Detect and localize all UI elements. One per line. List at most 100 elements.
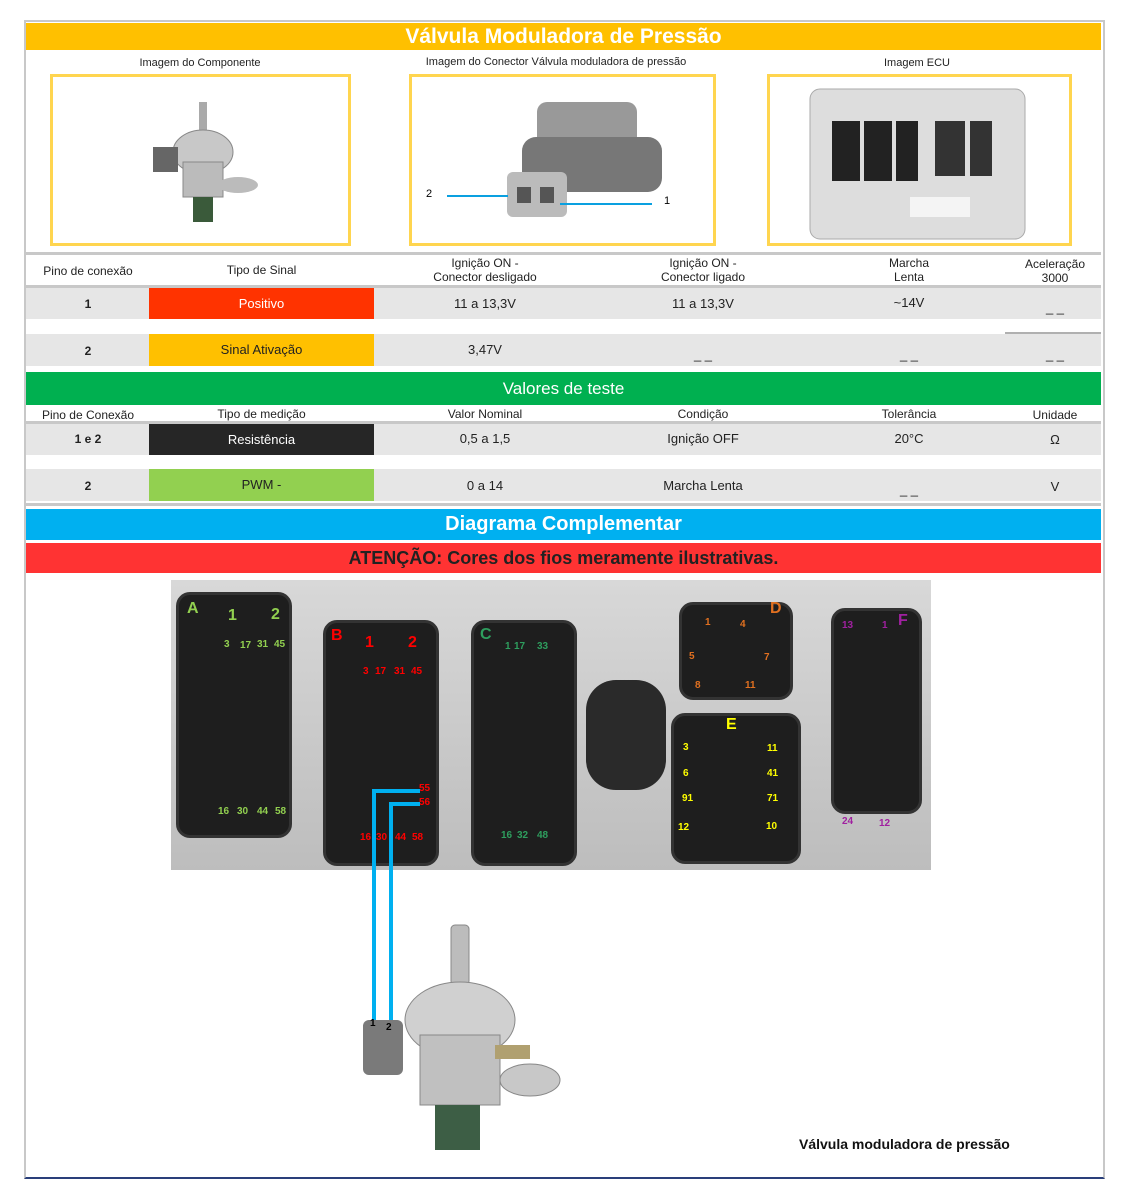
- nominal-value: 0 a 14: [466, 478, 504, 493]
- header-idle: Marcha Lenta: [888, 256, 929, 284]
- unit-value: Ω: [1050, 432, 1060, 447]
- divider: [26, 503, 1101, 506]
- pin-label: 2: [271, 606, 280, 623]
- pin-label: 16: [501, 830, 513, 841]
- connector-a: [176, 592, 292, 838]
- pump-illustration: [363, 924, 561, 1150]
- component-image-label: Imagem do Componente: [139, 57, 261, 69]
- pin-label: 31: [257, 639, 269, 650]
- pin-label: 10: [766, 821, 778, 832]
- connector-b: [323, 620, 439, 866]
- header-measurement-type: Tipo de medição: [217, 407, 306, 421]
- nominal-value: 0,5 a 1,5: [459, 431, 511, 446]
- pin-label: 6: [683, 768, 689, 779]
- diagram-title: Diagrama Complementar: [26, 509, 1101, 540]
- ecu-image: [767, 74, 1072, 246]
- connector-image-label: Imagem do Conector Válvula moduladora de…: [425, 56, 687, 68]
- pin-label: 3: [224, 639, 230, 650]
- connector-pin-1-label: 1: [664, 195, 671, 207]
- pin-label: 31: [394, 666, 406, 677]
- acceleration-value: _ _: [1045, 347, 1065, 362]
- header-nominal-value: Valor Nominal: [447, 407, 523, 421]
- pin-label: 3: [363, 666, 369, 677]
- connector-e: [671, 713, 801, 864]
- idle-value: ~14V: [893, 295, 925, 310]
- pin-label: 17: [240, 640, 252, 651]
- pin-label: 45: [411, 666, 423, 677]
- connector-f-label: F: [898, 612, 908, 629]
- pin-label: 16: [218, 806, 230, 817]
- connector-b-label: B: [331, 627, 343, 644]
- connector-c-label: C: [480, 626, 492, 643]
- pump-caption: Válvula moduladora de pressão: [799, 1136, 1010, 1152]
- ign-on-connected-value: 11 a 13,3V: [672, 296, 734, 311]
- connector-f: [831, 608, 922, 814]
- pin-label: 58: [275, 806, 287, 817]
- pump-icon: [153, 102, 258, 222]
- pin-number: 1: [84, 297, 92, 311]
- pin-label: 1: [505, 641, 511, 652]
- pin-label: 33: [537, 641, 549, 652]
- tolerance-value: 20°C: [894, 431, 924, 446]
- header-unit: Unidade: [1032, 408, 1078, 422]
- connector-d-label: D: [770, 600, 782, 617]
- pin-label: 3: [683, 742, 689, 753]
- header-ign-on-disconnected: Ignição ON - Conector desligado: [433, 256, 537, 284]
- measurement-type-badge: PWM -: [149, 469, 374, 501]
- divider: [26, 421, 1101, 424]
- ecu-icon: [809, 88, 1026, 240]
- divider: [1005, 332, 1101, 334]
- pin-label: 41: [767, 768, 779, 779]
- acceleration-value: _ _: [1045, 300, 1065, 315]
- pump-pin-1-label: 1: [370, 1018, 376, 1029]
- pin-label: 71: [767, 793, 779, 804]
- page-title: Válvula Moduladora de Pressão: [26, 23, 1101, 50]
- pin-label: 13: [842, 620, 854, 631]
- pin-label: 7: [764, 652, 770, 663]
- wire-pin-55-label: 55: [419, 783, 431, 794]
- pin-number: 1 e 2: [74, 432, 102, 446]
- measurement-type-badge: Resistência: [149, 424, 374, 455]
- pump-pin-2-label: 2: [386, 1022, 392, 1033]
- header-tolerance: Tolerância: [881, 407, 937, 421]
- pin-label: 17: [514, 641, 526, 652]
- pin-label: 30: [376, 832, 388, 843]
- header-condition: Condição: [677, 407, 729, 421]
- connector-pin-2-label: 2: [426, 188, 433, 200]
- warning-banner: ATENÇÃO: Cores dos fios meramente ilustr…: [26, 543, 1101, 573]
- divider: [26, 285, 1101, 288]
- header-pin: Pino de conexão: [43, 264, 133, 278]
- pin-label: 44: [257, 806, 269, 817]
- component-image: [50, 74, 351, 246]
- connector-d: [679, 602, 793, 700]
- pin-label: 1: [365, 634, 374, 651]
- pin-number: 2: [84, 479, 92, 493]
- pin-label: 8: [695, 680, 701, 691]
- wire-pin-56: [389, 802, 393, 1021]
- pin-label: 24: [842, 816, 854, 827]
- unit-value: V: [1050, 479, 1060, 494]
- divider: [26, 252, 1101, 255]
- wire-pin-56-label: 56: [419, 797, 431, 808]
- pin-number: 2: [84, 344, 92, 358]
- signal-type-badge: Positivo: [149, 288, 374, 319]
- ecu-connector-diagram: A 1 2 3 17 31 45 16 30 44 58 B 1 2 3 17 …: [171, 580, 931, 870]
- header-pin: Pino de Conexão: [41, 408, 135, 422]
- pin-label: 1: [228, 607, 237, 624]
- connector-e-label: E: [726, 716, 737, 733]
- header-signal-type: Tipo de Sinal: [226, 263, 297, 277]
- header-acceleration: Aceleração 3000: [1024, 257, 1086, 285]
- tolerance-value: _ _: [899, 482, 919, 497]
- wire-pin-55: [372, 789, 420, 793]
- ign-on-connected-value: _ _: [693, 347, 713, 362]
- pin-label: 2: [408, 634, 417, 651]
- pin-label: 1: [705, 617, 711, 628]
- pin-label: 4: [740, 619, 746, 630]
- pin-label: 16: [360, 832, 372, 843]
- ign-on-disconnected-value: 11 a 13,3V: [454, 296, 516, 311]
- pin-label: 44: [395, 832, 407, 843]
- connector-image: 2 1: [409, 74, 716, 246]
- header-ign-on-connected: Ignição ON - Conector ligado: [660, 256, 746, 284]
- pin-label: 5: [689, 651, 695, 662]
